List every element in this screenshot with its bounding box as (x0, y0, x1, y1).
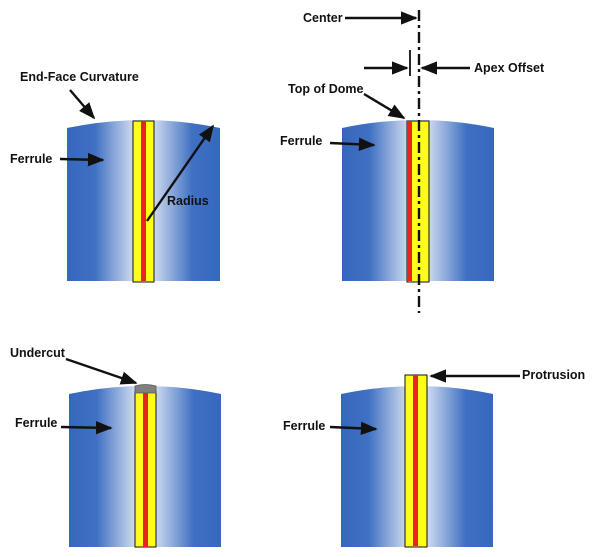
ferrule-arrow (60, 420, 113, 435)
panel-undercut: Undercut Ferrule (10, 346, 221, 548)
end-face-curvature-label: End-Face Curvature (20, 70, 139, 84)
panel-curvature: End-Face Curvature Ferrule Radius (10, 70, 220, 283)
ferrule-arrow (329, 421, 378, 436)
radius-arrow (146, 124, 214, 222)
curvature-arrow (69, 89, 96, 120)
panel-apex-offset: Center Apex Offset Top of Dome Ferrule (280, 10, 545, 313)
apex-offset-label: Apex Offset (474, 61, 545, 75)
panel-protrusion: Protrusion Ferrule (283, 368, 585, 548)
radius-label: Radius (167, 194, 209, 208)
top-of-dome-arrow (363, 92, 406, 120)
center-label: Center (303, 11, 343, 25)
fiber-core (413, 375, 418, 546)
top-of-dome-label: Top of Dome (288, 82, 363, 96)
ferrule-label: Ferrule (15, 416, 57, 430)
ferrule-arrow (329, 137, 376, 152)
ferrule-label: Ferrule (283, 419, 325, 433)
ferrule-label: Ferrule (280, 134, 322, 148)
undercut-label: Undercut (10, 346, 66, 360)
fiber-core (407, 121, 412, 281)
ferrule-arrow (59, 152, 105, 167)
undercut-recess (134, 384, 157, 394)
protrusion-label: Protrusion (522, 368, 585, 382)
ferrule-label: Ferrule (10, 152, 52, 166)
fiber-core (143, 392, 148, 547)
fiber-core (141, 121, 146, 281)
undercut-arrow (65, 357, 138, 385)
